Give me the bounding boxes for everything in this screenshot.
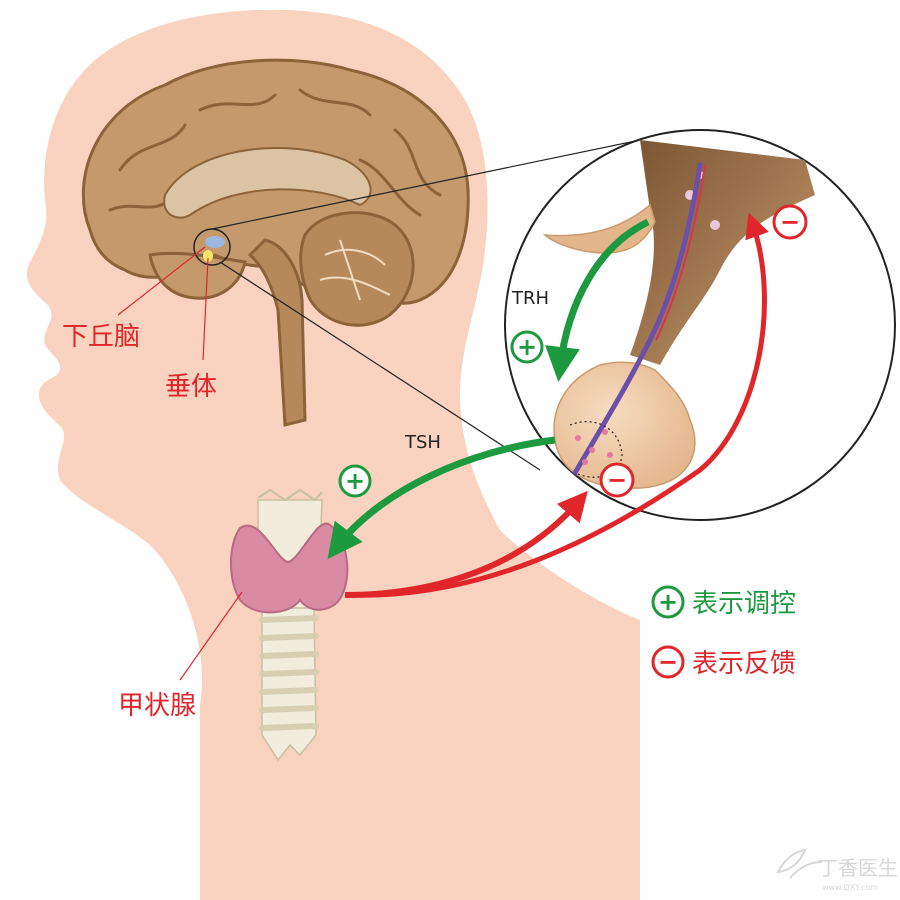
legend-plus-sign: + — [658, 588, 678, 616]
watermark-brand: 丁香医生 — [818, 856, 898, 880]
thyroid-gland — [230, 522, 349, 614]
watermark: 丁香医生 www.DXY.com — [776, 848, 898, 892]
pituitary-minus-sign: − — [607, 466, 627, 494]
tsh-label: TSH — [404, 432, 441, 453]
pituitary-detail — [542, 140, 815, 489]
thyroid-pointer — [179, 591, 243, 681]
brain — [81, 58, 470, 427]
tsh-plus-sign: + — [345, 467, 365, 495]
watermark-url: www.DXY.com — [822, 883, 878, 892]
zoom-line-bottom — [219, 261, 541, 471]
feedback-arrow-to-hypothalamus — [344, 212, 769, 598]
pituitary-minus-badge: − — [599, 462, 635, 498]
legend: + 表示调控 − 表示反馈 — [651, 585, 796, 679]
legend-minus-sign: − — [658, 648, 678, 676]
pituitary-pointer — [202, 257, 209, 361]
legend-feedback: − 表示反馈 — [651, 645, 796, 679]
hypothalamus-minus-badge: − — [772, 204, 808, 240]
hypothalamus-label: 下丘脑 — [62, 322, 140, 352]
trachea — [257, 488, 323, 762]
dxy-logo-icon — [776, 848, 823, 879]
legend-regulation-text: 表示调控 — [692, 589, 796, 619]
zoom-line-top — [211, 139, 641, 230]
trh-arrow — [545, 218, 650, 382]
hypothalamus-pointer — [117, 246, 206, 316]
hypothalamus-minus-sign: − — [780, 208, 800, 236]
trh-plus-badge: + — [510, 330, 544, 364]
tsh-arrow — [327, 436, 556, 560]
legend-regulation: + 表示调控 — [651, 585, 796, 619]
trh-label: TRH — [511, 288, 549, 309]
pituitary-label: 垂体 — [165, 372, 217, 402]
legend-feedback-text: 表示反馈 — [692, 649, 796, 679]
thyroid-label: 甲状腺 — [118, 691, 196, 721]
tsh-plus-badge: + — [338, 464, 372, 498]
trh-plus-sign: + — [517, 333, 537, 361]
